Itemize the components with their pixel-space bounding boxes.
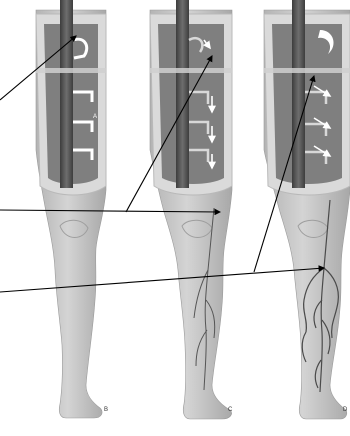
panel-label-d: D [343, 407, 348, 413]
inset-label-a: A [93, 114, 97, 120]
leg-b: A B [36, 0, 108, 418]
leg-d: D [264, 0, 350, 419]
leg-c-cutaway-inner [158, 24, 224, 184]
leg-c: C [150, 0, 233, 419]
leg-c-band [150, 68, 232, 73]
leg-d-deep-vein [292, 0, 305, 188]
panel-label-b: B [104, 407, 108, 413]
pointer-line-5 [0, 268, 324, 292]
leg-b-band [36, 68, 106, 73]
leg-b-deep-vein [60, 0, 73, 188]
leg-d-band [264, 68, 350, 73]
leg-c-deep-vein [176, 0, 189, 188]
panel-label-c: C [228, 407, 233, 413]
